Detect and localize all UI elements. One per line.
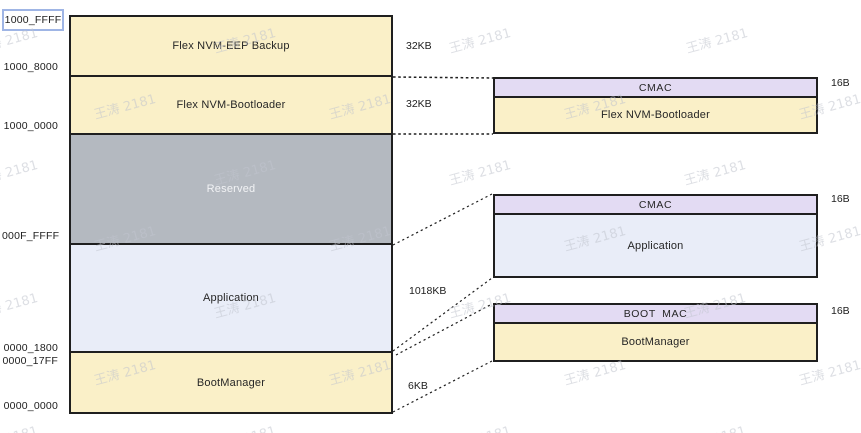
region-application: Application [71,245,391,351]
connector-bootmanager-top [395,303,493,356]
detail-header-cmac: CMAC [495,196,816,213]
size-label-bootloader: 32KB [406,98,432,110]
size-label-boot-mac: 16B [831,305,850,317]
region-divider [71,243,391,245]
region-flex-nvm-eep-backup: Flex NVM-EEP Backup [71,17,391,75]
memory-map-stack: Flex NVM-EEP Backup Flex NVM-Bootloader … [69,15,393,414]
detail-box-bootmanager: BOOT MAC BootManager [493,303,818,362]
detail-divider [495,322,816,324]
address-label: 0000_0000 [3,400,58,412]
connector-application-top [392,193,493,246]
detail-header-boot-mac: BOOT MAC [495,305,816,322]
region-bootmanager: BootManager [71,353,391,412]
size-label-bootmanager: 6KB [408,380,428,392]
detail-divider [495,96,816,98]
address-label: 1000_8000 [3,61,58,73]
address-label: 0000_17FF [2,355,58,367]
region-flex-nvm-bootloader: Flex NVM-Bootloader [71,77,391,133]
region-label: Flex NVM-Bootloader [176,99,286,111]
region-divider [71,133,391,135]
region-label: Reserved [206,183,256,195]
region-divider [71,351,391,353]
size-label-eep-backup: 32KB [406,40,432,52]
region-divider [71,75,391,77]
region-label: Application [202,292,259,304]
region-label: BootManager [196,376,266,389]
detail-box-bootloader: CMAC Flex NVM-Bootloader [493,77,818,134]
detail-header-cmac: CMAC [495,79,816,96]
detail-body-bootloader: Flex NVM-Bootloader [495,98,816,132]
size-label-cmac-2: 16B [831,193,850,205]
connector-bootloader-top [392,76,494,79]
detail-divider [495,213,816,215]
address-label: 1000_0000 [3,120,58,132]
size-label-cmac-1: 16B [831,77,850,89]
detail-box-application: CMAC Application [493,194,818,278]
region-reserved: Reserved [71,135,391,243]
address-label: 0000_1800 [3,342,58,354]
detail-body-application: Application [495,215,816,276]
address-label: 000F_FFFF [2,230,60,242]
region-label: Flex NVM-EEP Backup [172,40,290,52]
detail-body-bootmanager: BootManager [495,324,816,360]
size-label-application: 1018KB [409,285,447,297]
address-label-selected[interactable]: 1000_FFFF [2,9,64,31]
